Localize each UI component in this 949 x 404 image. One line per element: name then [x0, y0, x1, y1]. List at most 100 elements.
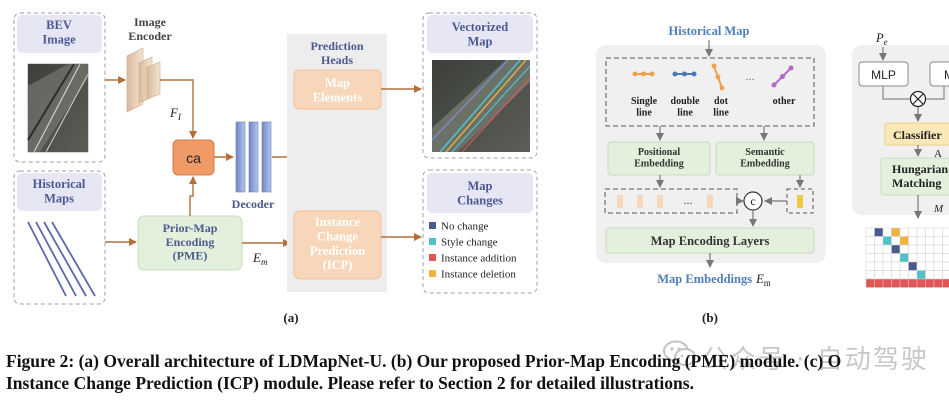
caption-line-2: Instance Change Prediction (ICP) module.… [6, 372, 949, 394]
matrix-cell [926, 254, 935, 263]
ca-label: ca [186, 150, 201, 166]
matrix-cell [917, 271, 926, 280]
matrix-cell [909, 237, 918, 246]
matrix-cell [900, 279, 909, 288]
matrix-cell [934, 228, 943, 237]
double-line-icon [673, 72, 697, 77]
matrix-cell [917, 279, 926, 288]
legend-label: Instance addition [441, 253, 517, 265]
matrix-cell [883, 245, 892, 254]
panel-a-label: (a) [283, 310, 298, 325]
matrix-cell [883, 279, 892, 288]
matrix-cell [909, 262, 918, 271]
matrix-cell [892, 279, 901, 288]
matrix-cell [892, 245, 901, 254]
legend-label: No change [441, 221, 488, 233]
matrix-cell [875, 271, 884, 280]
matrix-cell [883, 271, 892, 280]
matrix-cell [866, 245, 875, 254]
matrix-cell [909, 254, 918, 263]
panel-c: Pe MLP M Classifier A HungarianMatching … [852, 31, 949, 288]
matrix-cell [943, 245, 949, 254]
positional-tokens-ellipsis: ... [684, 193, 693, 207]
historical-map-title: Historical Map [669, 24, 750, 38]
matrix-cell [892, 254, 901, 263]
matrix-cell [883, 228, 892, 237]
matrix-cell [892, 237, 901, 246]
matrix-cell [917, 262, 926, 271]
decoder-label: Decoder [232, 197, 275, 211]
matrix-cell [943, 237, 949, 246]
bev-image-title: BEVImage [42, 18, 76, 46]
matrix-cell [943, 279, 949, 288]
arrow-pme-to-ca [190, 177, 193, 216]
matrix-cell [892, 271, 901, 280]
matrix-cell [934, 254, 943, 263]
matrix-cell [900, 271, 909, 280]
matrix-cell [866, 254, 875, 263]
matrix-cell [926, 262, 935, 271]
legend-label: Style change [441, 237, 498, 249]
image-encoder [127, 48, 160, 112]
matrix-cell [943, 228, 949, 237]
matrix-cell [883, 254, 892, 263]
panel-a: BEVImage HistoricalMaps ImageEncoder [14, 13, 537, 325]
matrix-cell [892, 262, 901, 271]
type-label-other: other [773, 96, 796, 107]
figure-caption: Figure 2: (a) Overall architecture of LD… [6, 350, 949, 394]
image-encoder-label: ImageEncoder [128, 15, 172, 43]
matrix-cell [943, 254, 949, 263]
matrix-cell [917, 245, 926, 254]
matrix-cell [900, 254, 909, 263]
matrix-cell [934, 279, 943, 288]
matrix-cell [900, 228, 909, 237]
type-label-ellipsis: ... [746, 69, 755, 83]
matrix-cell [934, 237, 943, 246]
matrix-cell [866, 271, 875, 280]
matrix-cell [883, 262, 892, 271]
matrix-cell [875, 245, 884, 254]
map-encoding-layers-label: Map Encoding Layers [651, 234, 770, 248]
panel-c-pe-label: Pe [875, 31, 888, 47]
matrix-cell [917, 254, 926, 263]
matrix-cell [866, 279, 875, 288]
matrix-cell [900, 237, 909, 246]
matrix-cell [900, 262, 909, 271]
legend-swatch [429, 238, 436, 245]
f-i-label: FI [169, 105, 182, 122]
legend-swatch [429, 222, 436, 229]
matrix-cell [943, 262, 949, 271]
matrix-cell [934, 245, 943, 254]
mlp-label-2: M [944, 68, 949, 82]
positional-embedding-label: PositionalEmbedding [634, 147, 683, 170]
matrix-cell [875, 237, 884, 246]
bev-image [28, 64, 88, 152]
matrix-cell [866, 237, 875, 246]
panel-c-m-label: M [933, 203, 944, 215]
vectorized-map-image [432, 60, 530, 152]
matrix-cell [943, 271, 949, 280]
matrix-cell [926, 228, 935, 237]
panel-b-label: (b) [702, 310, 718, 325]
matrix-cell [900, 245, 909, 254]
caption-line-1: Figure 2: (a) Overall architecture of LD… [6, 350, 949, 372]
matrix-cell [934, 262, 943, 271]
matrix-cell [875, 279, 884, 288]
semantic-token [797, 195, 803, 208]
matrix-cell [875, 262, 884, 271]
single-line-icon [633, 72, 655, 77]
matrix-cell [909, 245, 918, 254]
legend-label: Instance deletion [441, 269, 516, 281]
legend-swatch [429, 254, 436, 261]
matrix-cell [883, 237, 892, 246]
legend-swatch [429, 270, 436, 277]
matrix-cell [892, 228, 901, 237]
matrix-cell [909, 228, 918, 237]
classifier-label: Classifier [893, 128, 942, 142]
semantic-embedding-label: SemanticEmbedding [740, 147, 789, 170]
matrix-cell [917, 228, 926, 237]
matrix-cell [866, 262, 875, 271]
